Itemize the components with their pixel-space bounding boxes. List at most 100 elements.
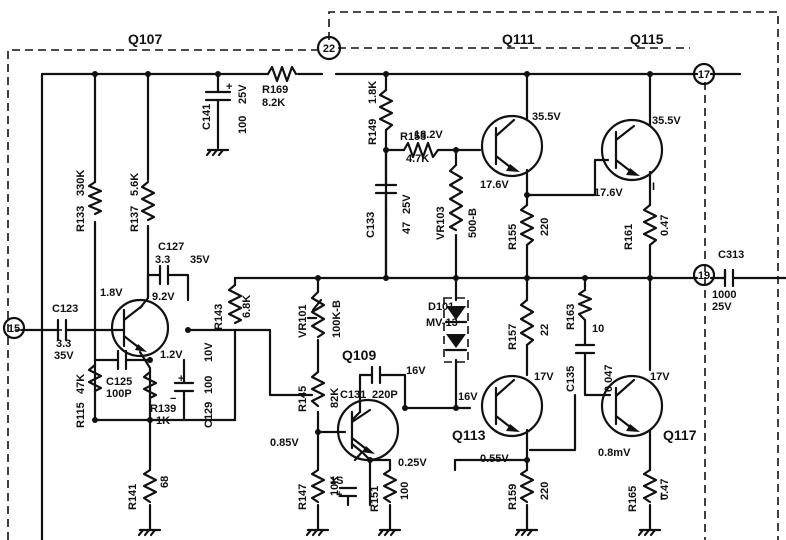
- voltage-q107-base: 1.8V: [100, 287, 123, 299]
- label-c133-value: 47: [401, 222, 413, 234]
- c131-cap: [370, 365, 386, 385]
- r151-resistor: [382, 468, 398, 504]
- voltage-q113-collector: 17V: [534, 371, 554, 383]
- voltage-q111-collector: 35.5V: [532, 111, 561, 123]
- label-r141: R141: [127, 484, 139, 510]
- svg-text:15: 15: [8, 323, 20, 335]
- svg-text:22: 22: [323, 43, 335, 55]
- label-r159: R159: [507, 484, 519, 510]
- label-r163-value: 10: [592, 323, 604, 335]
- label-vr103: VR103: [435, 206, 447, 240]
- component-labels: R169 8.2K + C123 3.3 35V C127 3.3 35V C1…: [52, 81, 744, 503]
- voltage-q109-emitter: 0.25V: [398, 457, 427, 469]
- label-r153: R153: [400, 131, 426, 143]
- label-r169-value: 8.2K: [262, 97, 285, 109]
- r161-arrow: [311, 298, 323, 312]
- label-c129: C129: [203, 402, 215, 428]
- label-r157: R157: [507, 324, 519, 350]
- voltage-labels: 1.8V 9.2V 1.2V 18.2V 35.5V 35.5V 17.6V 1…: [100, 111, 681, 469]
- label-r137-value: 5.6K: [129, 173, 141, 196]
- label-vr101: VR101: [297, 304, 309, 338]
- r145-resistor: [310, 370, 326, 408]
- label-r143-value: 6.8K: [241, 295, 253, 318]
- c133-cap: [374, 183, 398, 212]
- label-r157-value: 22: [539, 324, 551, 336]
- voltage-q109-collector: 16V: [406, 365, 426, 377]
- label-c125: C125: [106, 376, 132, 388]
- label-c313-value: 1000: [712, 289, 736, 301]
- label-r115: R115: [75, 402, 87, 428]
- label-r151-value: 100: [399, 482, 411, 500]
- label-r145-value: 82K: [329, 388, 341, 408]
- label-c141: C141: [201, 104, 213, 130]
- voltage-q107-emitter: 1.2V: [160, 349, 183, 361]
- transistor-q109: [336, 398, 400, 462]
- c141-cap: [204, 90, 232, 122]
- transistor-q113: [480, 374, 544, 438]
- label-d101: D101: [428, 301, 454, 313]
- voltage-q113-base: 16V: [458, 391, 478, 403]
- transistor-label-q113: Q113: [452, 427, 486, 443]
- r137-resistor: [140, 180, 156, 222]
- transistor-label-q117: Q117: [663, 427, 697, 443]
- section-label-q107: Q107: [128, 31, 162, 47]
- transistor-q115: [600, 118, 664, 182]
- r139-resistor: [142, 370, 158, 400]
- c151-cap: [338, 486, 358, 507]
- ground-symbols: [137, 148, 662, 537]
- vertical-labels: C141 100 25V R133 330K R137 5.6K R143 6.…: [75, 81, 671, 512]
- label-c123-voltage: 35V: [54, 350, 74, 362]
- junctions: [92, 71, 653, 463]
- r165-resistor: [642, 468, 658, 504]
- label-r141-value: 68: [159, 476, 171, 488]
- label-c151-mark: 1S: [330, 475, 343, 487]
- r155-resistor: [519, 203, 535, 247]
- voltage-q115-collector: 35.5V: [652, 115, 681, 127]
- r141-resistor: [142, 468, 158, 504]
- label-c123-value: 3.3: [56, 338, 71, 350]
- label-c141-value: 100: [237, 116, 249, 134]
- label-c127: C127: [158, 241, 184, 253]
- label-d101-value: MV-13: [426, 317, 458, 329]
- label-r133: R133: [75, 206, 87, 232]
- label-c129-voltage: 10V: [203, 342, 215, 362]
- label-vr103-value: 500-B: [467, 208, 479, 238]
- transistor-q111: [480, 114, 544, 178]
- r115-resistor: [87, 363, 103, 393]
- label-r163: R163: [565, 304, 577, 330]
- r159-resistor: [519, 468, 535, 504]
- svg-text:17: 17: [698, 69, 710, 81]
- wiring: [20, 72, 786, 540]
- voltage-q109-base: 0.85V: [270, 437, 299, 449]
- r157-resistor: [519, 298, 535, 347]
- label-c133-voltage: 25V: [401, 194, 413, 214]
- label-r161-value: 0.47: [659, 215, 671, 236]
- r133-resistor: [87, 180, 103, 216]
- r161-resistor: [642, 203, 658, 247]
- voltage-q117-collector: 17V: [650, 371, 670, 383]
- label-r133-value: 330K: [75, 170, 87, 196]
- c127-cap: [158, 264, 184, 286]
- label-r147: R147: [297, 484, 309, 510]
- terminal-17: 17: [692, 62, 716, 86]
- label-c313: C313: [718, 249, 744, 261]
- label-c127-voltage: 35V: [190, 254, 210, 266]
- label-r143: R143: [213, 304, 225, 330]
- r163-resistor: [577, 288, 593, 322]
- label-r115-value: 47K: [75, 374, 87, 394]
- voltage-q113-emitter: 0.55V: [480, 453, 509, 465]
- terminal-22: 22: [316, 35, 342, 61]
- terminal-15: 15: [2, 316, 26, 340]
- svg-text:19: 19: [698, 270, 710, 282]
- c129-cap: [173, 381, 195, 397]
- label-c131: C131: [340, 389, 366, 401]
- terminal-19: 19: [692, 263, 716, 287]
- voltage-q111-emitter: 17.6V: [480, 179, 509, 191]
- r147-resistor: [310, 468, 326, 504]
- label-r137: R137: [129, 206, 141, 232]
- c313-cap: [723, 268, 743, 288]
- label-c131-value: 220P: [372, 389, 398, 401]
- capacitors: [56, 90, 743, 507]
- voltage-q107-collector: 9.2V: [152, 291, 175, 303]
